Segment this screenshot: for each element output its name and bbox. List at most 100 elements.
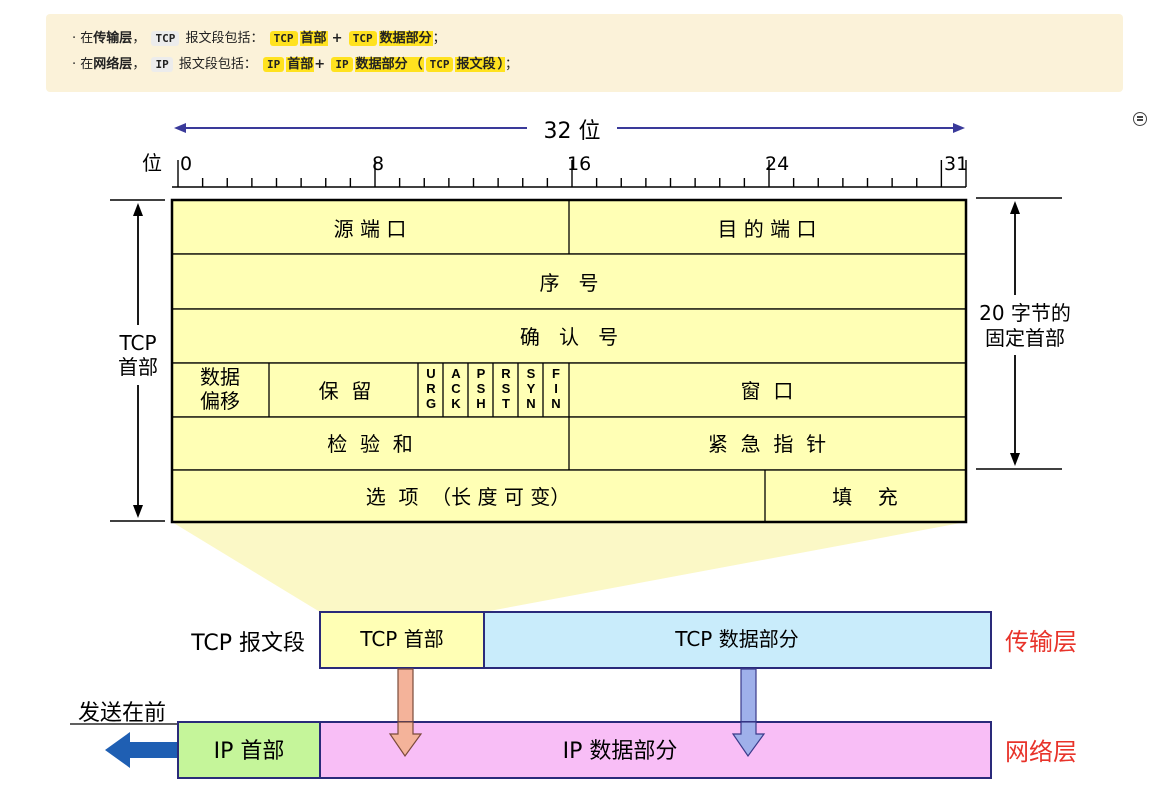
- tcp-data-box-label: TCP 数据部分: [674, 627, 798, 651]
- note-highlight: 数据部分: [378, 31, 433, 46]
- left-bracket-arrowhead-top: [133, 203, 143, 216]
- note-highlight: ）: [496, 57, 506, 72]
- note-text: 报文段包括：: [178, 57, 257, 72]
- note-text: ；: [432, 31, 446, 46]
- tcp-header-box: [319, 611, 485, 669]
- flag-syn-y: Y: [527, 381, 536, 396]
- note-layer: 传输层: [93, 31, 133, 46]
- projection-shade: [172, 522, 966, 612]
- tcp-header-box-label: TCP 首部: [359, 627, 443, 651]
- flag-urg-u: U: [426, 366, 435, 381]
- field-data-offset-1: 数据: [200, 365, 240, 389]
- ip-header-box: [177, 721, 321, 779]
- ruler-tick-31: 31: [944, 153, 968, 175]
- note-text: 在: [80, 57, 94, 72]
- note-text: +: [314, 57, 326, 72]
- inline-code: TCP: [269, 31, 298, 46]
- fixed-header-label-1: 20 字节的: [979, 301, 1071, 325]
- flag-syn-s: S: [527, 366, 536, 381]
- flag-fin-n: N: [551, 396, 560, 411]
- row-options: [171, 469, 967, 523]
- note-layer: 网络层: [93, 57, 133, 72]
- note-text: ，: [132, 31, 146, 46]
- inline-code: IP: [151, 57, 173, 72]
- flag-syn-n: N: [526, 396, 535, 411]
- send-first-label: 发送在前: [78, 701, 166, 726]
- row-ack: [171, 308, 967, 364]
- header-down-arrow-tip: [388, 721, 423, 758]
- note-text: 在: [80, 31, 94, 46]
- ruler-ticks: [177, 160, 967, 187]
- tcp-segment-label: TCP 报文段: [190, 631, 305, 656]
- note-highlight: 数据部分: [354, 57, 409, 72]
- flag-ack-c: C: [451, 381, 461, 396]
- header-fields: 源 端 口 目 的 端 口 序 号 确 认 号 数据 偏移 保 留 窗 口 检 …: [200, 217, 898, 509]
- left-bracket-arrowhead-bottom: [133, 505, 143, 518]
- tcp-header-label-1: TCP: [118, 331, 156, 355]
- right-bracket-arrowhead-bottom: [1010, 453, 1020, 466]
- field-urgent-pointer: 紧 急 指 针: [708, 432, 826, 456]
- ip-data-box-label: IP 数据部分: [563, 739, 678, 764]
- inline-code: TCP: [348, 31, 377, 46]
- note-highlight: 首部: [299, 31, 328, 46]
- field-dest-port: 目 的 端 口: [717, 217, 816, 241]
- flag-psh-s: S: [477, 381, 486, 396]
- ruler-tick-8: 8: [372, 153, 384, 175]
- flag-rst-r: R: [501, 366, 511, 381]
- flag-ack-a: A: [451, 366, 461, 381]
- ruler-title: 32 位: [544, 119, 601, 144]
- bullet: ·: [72, 57, 77, 72]
- flag-psh-p: P: [477, 366, 486, 381]
- note-text: 报文段包括：: [185, 31, 264, 46]
- note-text: ，: [132, 57, 146, 72]
- bullet: ·: [72, 31, 77, 46]
- field-source-port: 源 端 口: [334, 217, 407, 241]
- note-text: +: [331, 31, 343, 46]
- ruler-tick-24: 24: [765, 153, 789, 175]
- ruler-tick-16: 16: [567, 153, 591, 175]
- field-ack: 确 认 号: [520, 325, 618, 349]
- field-options: 选 项 （长 度 可 变）: [366, 485, 571, 509]
- network-layer-label: 网络层: [1005, 738, 1077, 766]
- flag-letters: U R G A C K P S H R S T S Y N F I N: [426, 366, 561, 411]
- header-outline: [170, 198, 968, 524]
- data-down-arrow-tip: [731, 721, 766, 758]
- tcp-header-label-2: 首部: [118, 355, 158, 379]
- flag-fin-i: I: [554, 381, 558, 396]
- ruler-tick-0: 0: [180, 153, 192, 175]
- note-highlight: 首部: [286, 57, 315, 72]
- span-arrowhead-right: [953, 123, 965, 133]
- span-arrowhead-left: [174, 123, 186, 133]
- field-data-offset-2: 偏移: [200, 389, 240, 413]
- note-highlight: （: [408, 57, 424, 72]
- comment-icon[interactable]: [1133, 112, 1147, 126]
- transport-layer-label: 传输层: [1005, 628, 1077, 656]
- flag-rst-t: T: [502, 396, 510, 411]
- field-reserved: 保 留: [319, 379, 372, 403]
- flag-psh-h: H: [476, 396, 485, 411]
- ruler-prefix: 位: [142, 151, 162, 175]
- fixed-header-label-2: 固定首部: [985, 326, 1065, 350]
- field-padding: 填 充: [832, 485, 897, 509]
- row-seq: [171, 253, 967, 310]
- field-seq: 序 号: [539, 271, 598, 295]
- inline-code: IP: [331, 57, 353, 72]
- flag-rst-s: S: [502, 381, 511, 396]
- inline-code: TCP: [151, 31, 180, 46]
- flag-ack-k: K: [451, 396, 461, 411]
- flag-urg-r: R: [426, 381, 436, 396]
- inline-code: TCP: [425, 57, 454, 72]
- ip-data-box: [319, 721, 992, 779]
- send-direction-arrow: [105, 732, 178, 768]
- note-text: ；: [505, 57, 519, 72]
- field-window: 窗 口: [741, 379, 794, 403]
- right-bracket-arrowhead-top: [1010, 201, 1020, 214]
- flag-fin-f: F: [552, 366, 560, 381]
- note-highlight: 报文段: [455, 57, 497, 72]
- ip-header-box-label: IP 首部: [214, 739, 285, 764]
- flag-urg-g: G: [426, 396, 436, 411]
